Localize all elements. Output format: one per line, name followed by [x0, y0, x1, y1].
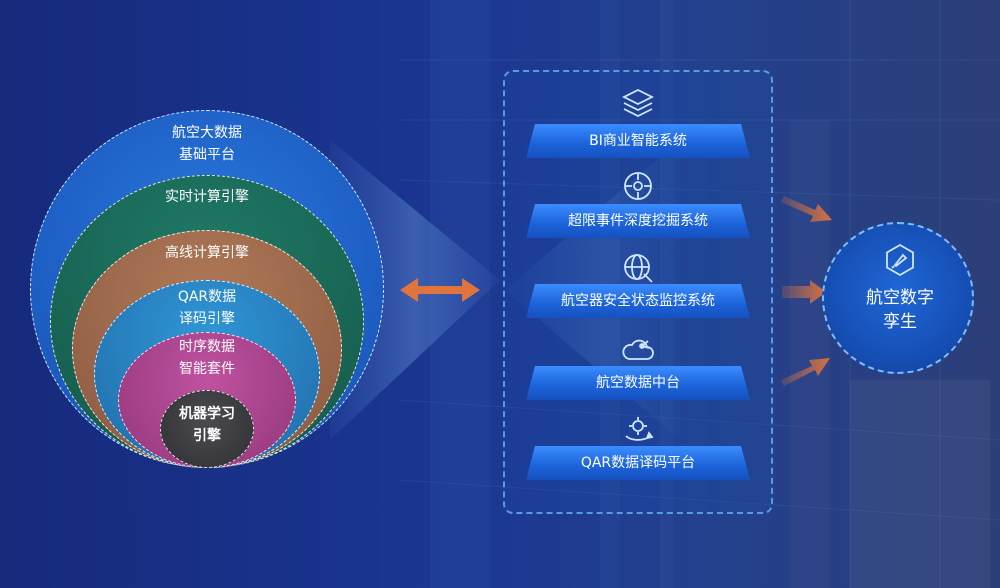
module-data-middle-platform[interactable]: 航空数据中台	[526, 366, 750, 400]
rocket-hexagon-icon	[886, 243, 914, 277]
globe-wrench-icon	[624, 254, 653, 283]
cloud-network-icon	[622, 339, 654, 360]
module-qar-decoding-platform[interactable]: QAR数据译码平台	[526, 446, 750, 480]
digital-twin-circle[interactable]: 航空数字 孪生	[822, 222, 974, 374]
arrow-to-twin-bottom	[781, 358, 830, 386]
layer-label-4: QAR数据 译码引擎	[177, 289, 237, 327]
target-nodes-icon	[624, 172, 652, 200]
layer-label-2: 实时计算引擎	[165, 189, 249, 205]
arrow-to-twin-top	[781, 196, 832, 222]
module-aircraft-safety-system[interactable]: 航空器安全状态监控系统	[526, 284, 750, 318]
twin-label-line-2: 孪生	[883, 312, 917, 332]
layer-label-6: 机器学习 引擎	[179, 406, 235, 444]
double-arrow-icon	[400, 278, 480, 302]
layer-label-3: 高线计算引擎	[165, 245, 249, 261]
circle-layer-6	[160, 390, 254, 468]
gear-cycle-icon	[625, 417, 654, 441]
module-event-mining-system[interactable]: 超限事件深度挖掘系统	[526, 204, 750, 238]
twin-label-line-1: 航空数字	[866, 288, 934, 308]
arrow-to-twin-middle	[782, 280, 826, 304]
module-bi-system[interactable]: BI商业智能系统	[526, 124, 750, 158]
layer-label-1: 航空大数据 基础平台	[172, 125, 242, 163]
layer-label-5: 时序数据 智能套件	[179, 339, 235, 377]
stacked-layers-icon	[621, 88, 655, 118]
grid-lines	[399, 0, 1000, 588]
